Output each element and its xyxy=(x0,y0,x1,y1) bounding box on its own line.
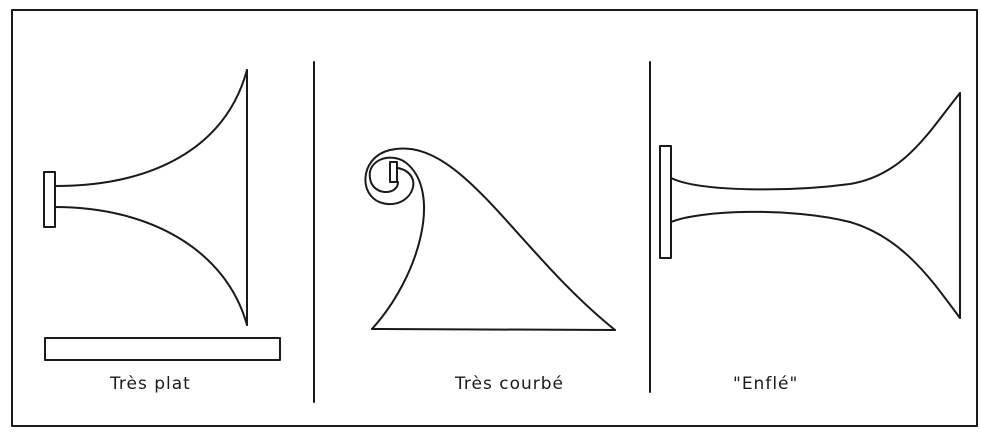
swollen-horn-lower-profile xyxy=(670,210,961,319)
figure-frame xyxy=(11,9,978,427)
flat-horn-base-plate xyxy=(44,337,281,361)
panel-swollen-horn xyxy=(659,92,961,319)
caption-swollen: "Enflé" xyxy=(733,374,799,394)
flat-horn-upper-profile xyxy=(54,69,248,187)
caption-very-curved: Très courbé xyxy=(455,374,564,394)
caption-very-flat: Très plat xyxy=(110,374,191,394)
curved-horn-spiral-inner xyxy=(368,156,425,330)
curved-horn-throat xyxy=(389,161,398,183)
curved-horn-mouth xyxy=(371,328,616,331)
panel-curved-horn xyxy=(364,147,616,331)
flat-horn-throat-flange xyxy=(43,171,56,228)
curved-horn-spiral-outer xyxy=(364,147,616,331)
swollen-horn-upper-profile xyxy=(670,92,961,191)
swollen-horn-throat-flange xyxy=(659,145,672,259)
flat-horn-lower-profile xyxy=(54,206,248,326)
panel-flat-horn xyxy=(43,69,281,361)
